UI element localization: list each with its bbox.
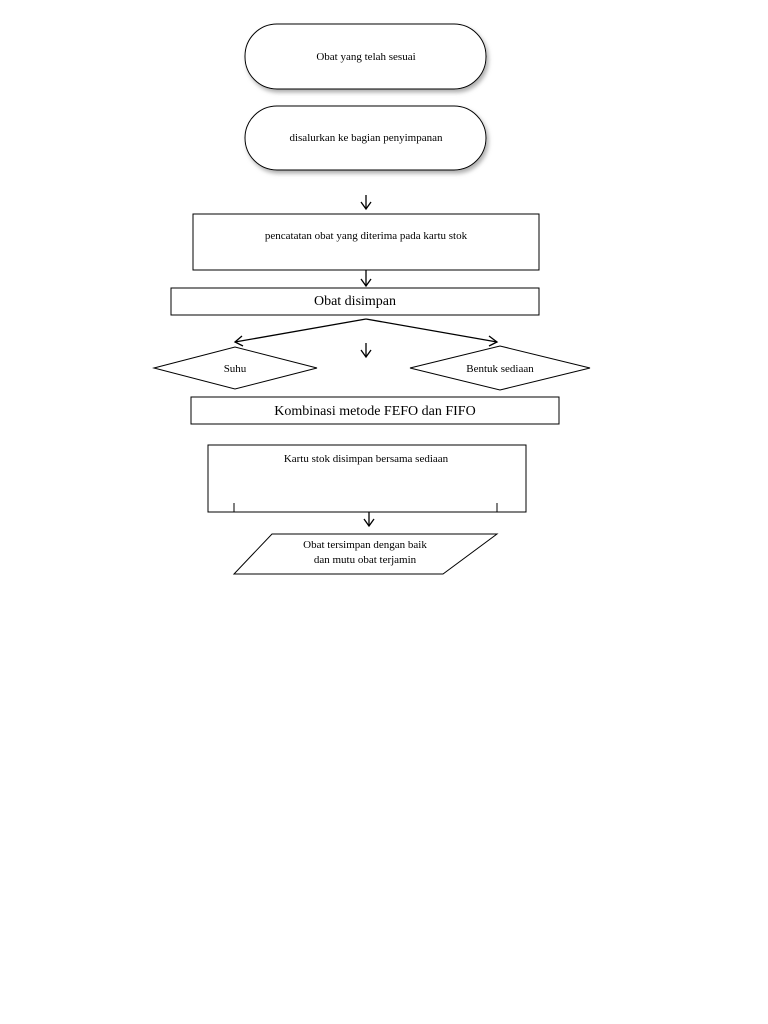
branch-arrows bbox=[233, 318, 499, 359]
decision-form bbox=[409, 345, 591, 391]
decision-temperature-label: Suhu bbox=[224, 363, 247, 375]
process-card-label: Kartu stok disimpan bersama sediaan bbox=[284, 453, 449, 465]
process-method-box bbox=[190, 396, 560, 425]
arrow-to-output bbox=[363, 512, 375, 528]
decision-form-label: Bentuk sediaan bbox=[466, 363, 534, 375]
output-result-line-1: Obat tersimpan dengan baik bbox=[303, 539, 427, 551]
process-card-box bbox=[207, 444, 527, 513]
terminal-start-1 bbox=[244, 23, 487, 90]
output-result-line-2: dan mutu obat terjamin bbox=[314, 554, 417, 566]
output-result bbox=[232, 533, 499, 575]
terminal-start-1-label: Obat yang telah sesuai bbox=[316, 51, 415, 63]
terminal-start-2 bbox=[244, 105, 487, 171]
process-record-label: pencatatan obat yang diterima pada kartu… bbox=[265, 230, 468, 242]
arrow-to-store bbox=[360, 270, 372, 288]
arrow-to-record bbox=[360, 195, 372, 211]
terminal-start-2-label: disalurkan ke bagian penyimpanan bbox=[289, 132, 443, 144]
process-method-label: Kombinasi metode FEFO dan FIFO bbox=[274, 404, 475, 419]
decision-temperature bbox=[152, 346, 318, 390]
card-tick-marks bbox=[233, 503, 498, 512]
process-record-box bbox=[192, 213, 540, 271]
process-store-box bbox=[170, 287, 540, 316]
process-store-label: Obat disimpan bbox=[314, 294, 396, 309]
